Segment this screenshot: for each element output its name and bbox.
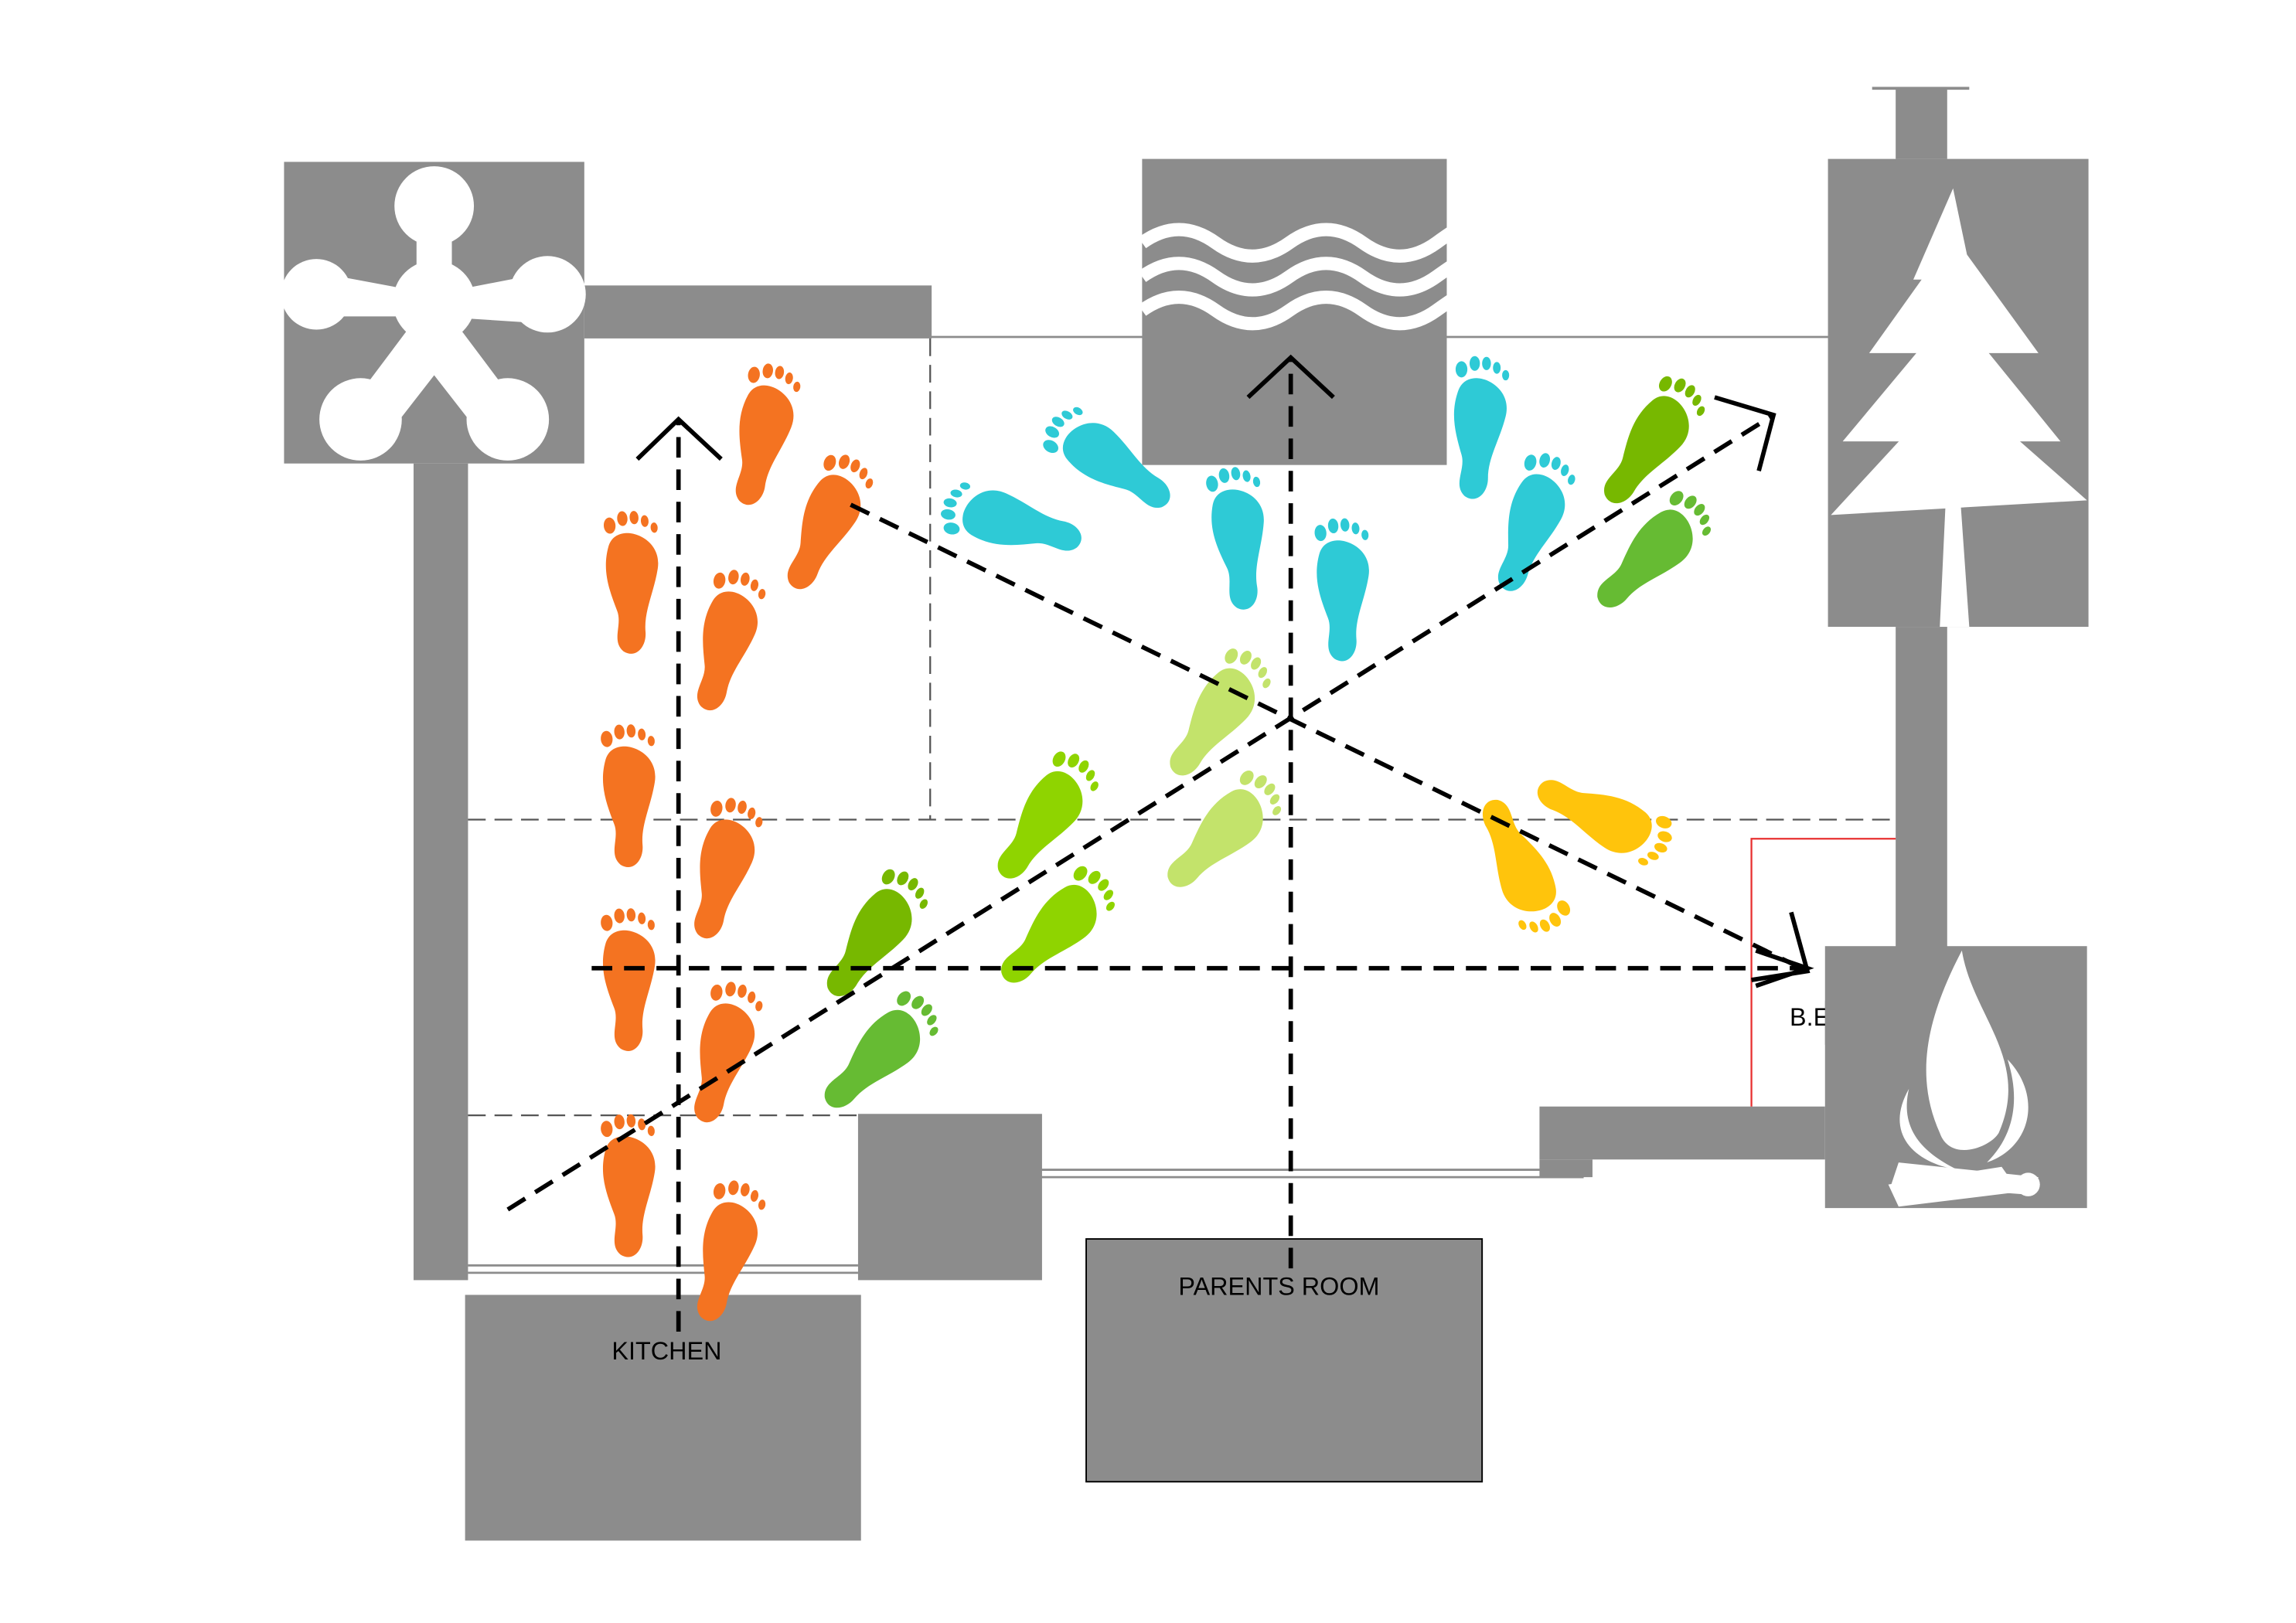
- footprint-icon: [1587, 483, 1722, 628]
- arrow-diagonal-up: [506, 413, 1775, 1212]
- thin-lines: [468, 335, 1830, 1274]
- footprint-icon: [1202, 462, 1282, 613]
- footprint-icon: [1453, 356, 1510, 499]
- arrowheads: [635, 354, 1814, 988]
- footprint-icon: [991, 858, 1126, 1004]
- kitchen-label: KITCHEN: [611, 1337, 721, 1365]
- pine-tree-icon: [1831, 188, 2087, 628]
- footprint-icon: [601, 508, 669, 655]
- footprint-icon: [598, 905, 666, 1053]
- circulation-arrows: [506, 357, 1809, 1332]
- thin-dashed-lines: [468, 338, 1896, 1117]
- footprint-icon: [690, 566, 769, 717]
- red-boundary: [1750, 838, 1896, 1107]
- footprint-icon: [686, 794, 766, 945]
- footprint-icon: [1312, 515, 1380, 663]
- footprint-icon: [1525, 771, 1679, 872]
- footprint-icon: [728, 360, 803, 510]
- parents-room: PARENTS ROOM: [1085, 1238, 1484, 1483]
- footprint-icon: [1457, 791, 1577, 944]
- footprint-icon: [778, 447, 880, 601]
- flower-icon: [281, 166, 586, 461]
- water-waves-icon: [1138, 220, 1469, 331]
- arrow-diagonal-down: [850, 502, 1809, 974]
- footprint-icon: [937, 479, 1088, 559]
- campfire-icon: [1888, 950, 2040, 1207]
- footprint-icon: [598, 721, 666, 869]
- footprint-icon: [817, 861, 937, 1013]
- footprint-icon: [814, 983, 949, 1129]
- footprint-icon: [1489, 447, 1580, 601]
- be-label: B.E: [1790, 1003, 1830, 1031]
- footprints: [598, 356, 1722, 1328]
- kitchen-room: KITCHEN: [465, 1295, 861, 1541]
- parents-room-label: PARENTS ROOM: [1178, 1272, 1379, 1300]
- footprint-icon: [1157, 763, 1292, 908]
